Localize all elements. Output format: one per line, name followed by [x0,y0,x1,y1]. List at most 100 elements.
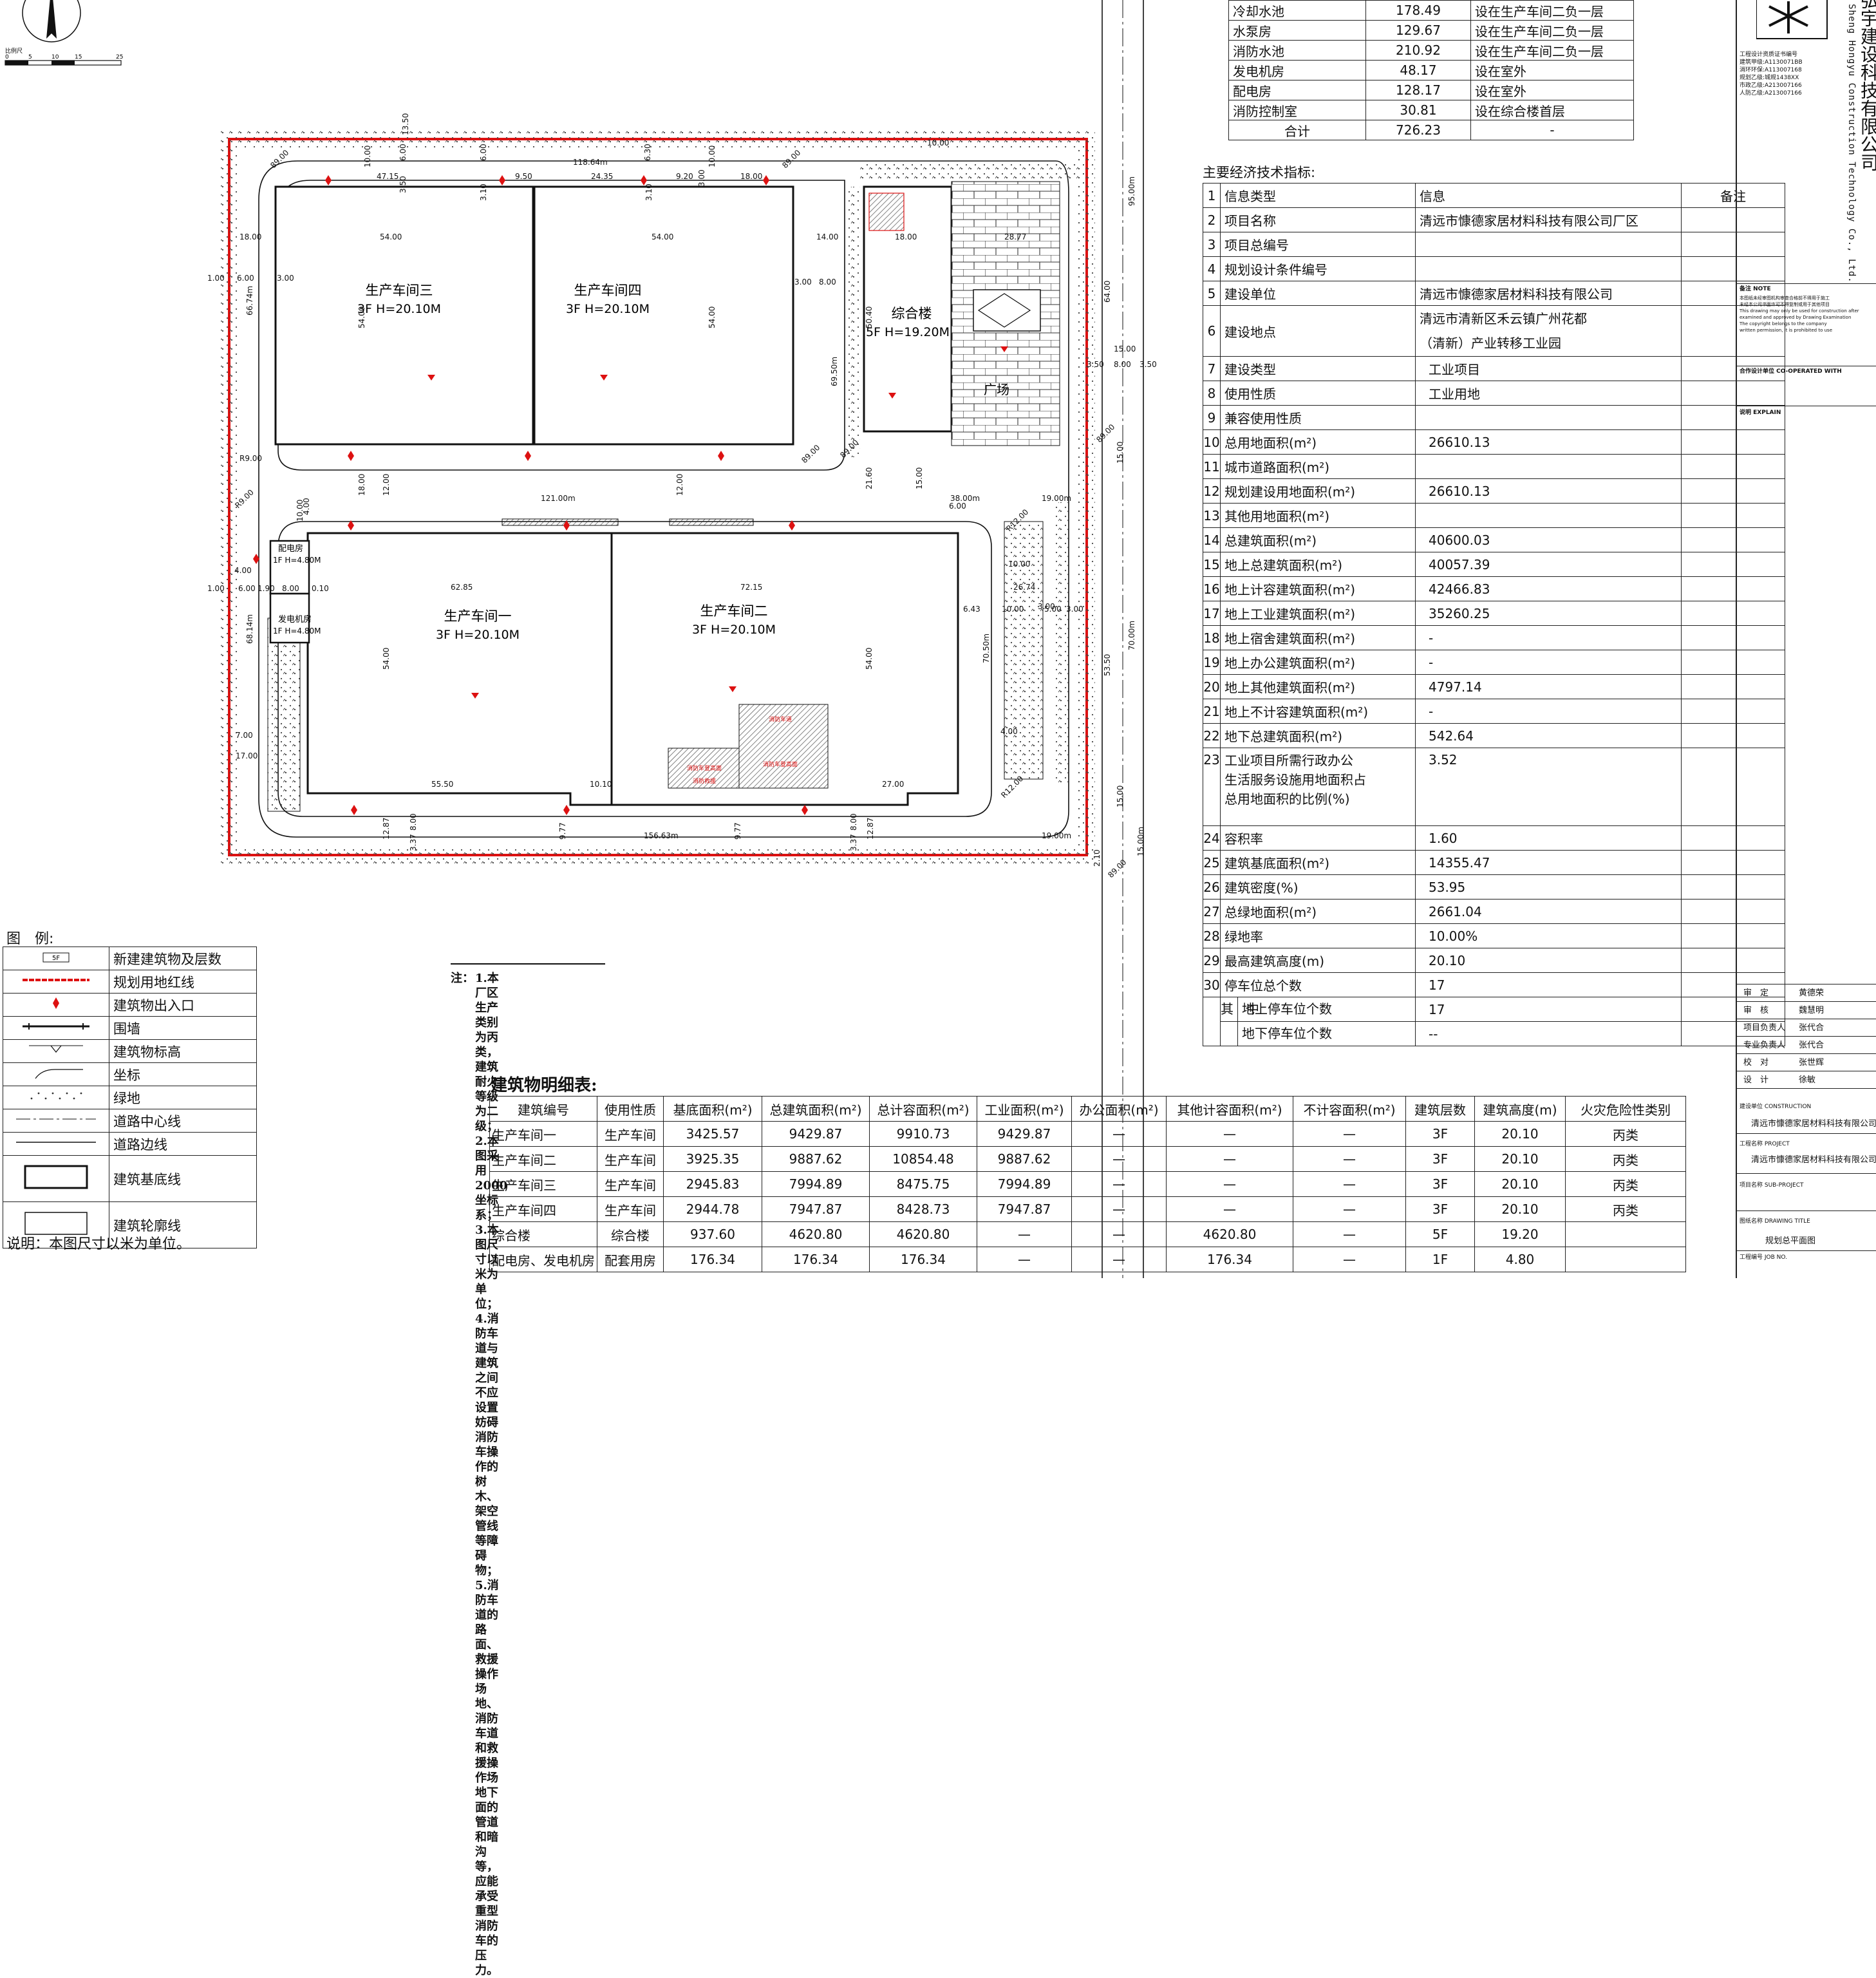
svg-text:15.00: 15.00 [1116,442,1125,464]
svg-text:R9.00: R9.00 [239,454,262,463]
svg-text:17.00: 17.00 [236,751,258,760]
role-name: 张代合 [1799,1041,1824,1050]
svg-text:50.40: 50.40 [865,306,874,328]
legend-item: 建筑物标高 [3,1039,257,1063]
subproject-label: 项目名称 SUB-PROJECT [1740,1182,1804,1189]
entrance-marker-icon [253,175,808,815]
external-road [1102,0,1144,1278]
svg-text:55.50: 55.50 [431,780,453,789]
svg-text:6.43: 6.43 [963,605,980,614]
svg-text:68.14m: 68.14m [245,614,254,644]
svg-text:95.00m: 95.00m [1127,176,1136,206]
power-room: 配电房 1F H=4.80M [269,540,321,595]
green-border [221,131,1095,863]
svg-text:64.00: 64.00 [1103,281,1112,303]
cert-line: 消环环保:A113007168 [1740,67,1802,73]
legend-item: 坐标 [3,1062,257,1086]
generator-room: 发电机房 1F H=4.80M [269,592,321,644]
legend-title: 图 例: [6,931,54,947]
remark-label: 备注 NOTE [1740,286,1771,292]
hatched-label: 消防车道 [769,715,792,723]
svg-text:27.00: 27.00 [882,780,904,789]
project-value: 清远市慷德家居材料科技有限公司 [1751,1155,1876,1165]
svg-text:1.00: 1.00 [207,274,225,283]
edge-line-icon [16,1142,96,1143]
elevation-icon [29,1045,83,1053]
table-row: 地下停车位个数-- [1203,1021,1785,1046]
unit-note: 说明：本图尺寸以米为单位。 [6,1236,191,1252]
svg-text:54.00: 54.00 [708,306,717,328]
svg-text:10.00: 10.00 [363,146,372,167]
svg-text:7.00: 7.00 [236,731,253,740]
svg-text:69.50m: 69.50m [830,357,839,386]
svg-text:3.37: 3.37 [409,834,418,851]
svg-text:89.00: 89.00 [780,148,802,170]
workshop-2: 生产车间二 3F H=20.10M [610,532,959,806]
building-spec: 3F H=20.10M [692,623,776,637]
svg-text:4.00: 4.00 [1000,727,1018,736]
scale-mark: 10 [52,54,59,61]
svg-text:9.77: 9.77 [558,822,567,840]
svg-text:3.50: 3.50 [1140,360,1157,369]
scale-mark: 0 [5,54,9,61]
legend-item: 道路边线 [3,1132,257,1156]
job-no-label: 工程编号 JOB NO. [1740,1254,1787,1261]
svg-text:6.00: 6.00 [237,274,254,283]
drawing-title-label: 图纸名称 DRAWING TITLE [1740,1218,1810,1225]
svg-text:53.50: 53.50 [1103,654,1112,676]
svg-text:15.00: 15.00 [915,467,924,489]
svg-text:8.00: 8.00 [409,813,418,831]
scale-mark: 25 [116,54,123,61]
eco-table-title: 主要经济技术指标: [1203,165,1316,180]
svg-text:3.37: 3.37 [849,834,858,851]
svg-text:4.00: 4.00 [234,566,252,575]
svg-text:12.00: 12.00 [675,474,684,496]
center-line-icon [16,1118,96,1120]
svg-text:8.00: 8.00 [819,278,836,287]
building-name: 生产车间二 [700,603,768,619]
svg-text:21.60: 21.60 [865,467,874,489]
role-label: 校 对 [1743,1058,1769,1068]
svg-text:9.50: 9.50 [515,172,532,181]
scale-bar: 0 5 10 15 25 比例尺 [5,47,123,66]
notes-title: 注： [451,972,474,985]
role-name: 魏慧明 [1799,1006,1824,1015]
svg-text:1.00: 1.00 [207,584,225,593]
client-label: 建设单位 CONSTRUCTION [1740,1104,1812,1110]
sub-label: 其 中 [1221,997,1259,1021]
building-name: 生产车间一 [444,608,512,624]
svg-text:19.00m: 19.00m [1042,831,1071,840]
outline-icon [24,1212,88,1235]
svg-text:2.10: 2.10 [1093,849,1102,867]
remark-line: 未经本公司书面许可不得复制或用于其他项目 [1740,302,1830,307]
company-name: 弘宇建设科技有限公司 [1858,0,1876,171]
cert-line: 市政乙级:A213007166 [1740,82,1802,89]
svg-text:6.00: 6.00 [399,144,408,161]
note-line: 1.本厂区生产类别为丙类，建筑耐火等级为二级； [475,972,499,1133]
scale-mark: 15 [75,54,82,61]
building-spec: 3F H=20.10M [357,302,441,316]
role-label: 审 核 [1743,1006,1769,1015]
svg-text:3.00: 3.00 [1038,602,1055,611]
svg-text:14.00: 14.00 [816,232,838,241]
svg-text:54.00: 54.00 [380,232,402,241]
remark-line: This drawing may only be used for constr… [1740,308,1859,314]
svg-text:70.00m: 70.00m [1127,621,1136,650]
cert-line: 工程设计资质证书编号 [1740,52,1798,58]
site-plan-drawing: 0 5 10 15 25 比例尺 生产车间三 3F H=20.1 [5,0,1157,1278]
